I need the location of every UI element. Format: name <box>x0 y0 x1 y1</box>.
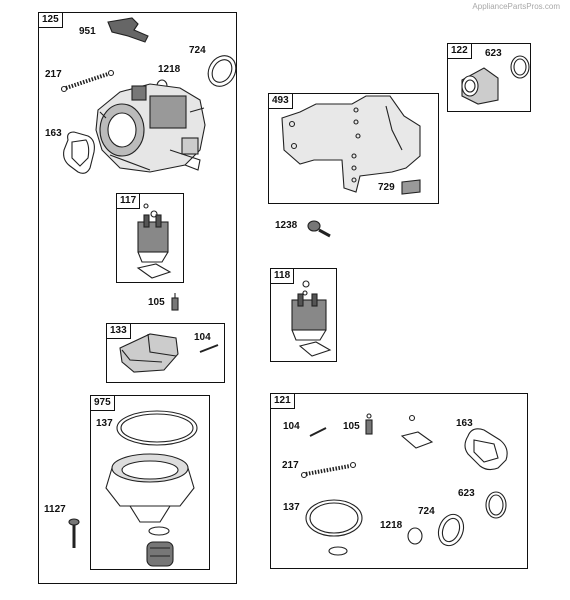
part-label-724: 724 <box>189 45 206 56</box>
group-975-label: 975 <box>91 396 115 411</box>
kit-small-oring-part <box>408 414 416 422</box>
group-118-box: 118 <box>270 268 337 362</box>
part-label-729: 729 <box>378 182 395 193</box>
part-label-1238: 1238 <box>275 220 298 231</box>
gasket-137-part <box>116 410 198 446</box>
inlet-valve-118-part <box>291 280 332 357</box>
ring-623-part <box>510 55 530 79</box>
inlet-valve-117-part <box>136 203 172 279</box>
clip-729-part <box>401 179 421 195</box>
ring-724-part <box>207 55 237 87</box>
kit-oring-1218-part <box>407 527 423 545</box>
kit-label-137: 137 <box>283 502 300 513</box>
bowl-nut-part <box>146 526 174 567</box>
kit-spring-217-part <box>300 461 357 479</box>
watermark: AppliancePartsPros.com <box>472 2 560 11</box>
group-133-label: 133 <box>107 324 131 339</box>
part-label-951: 951 <box>79 26 96 37</box>
kit-label-1218: 1218 <box>380 520 403 531</box>
group-125-label: 125 <box>39 13 63 28</box>
group-975-box: 975 <box>90 395 210 570</box>
kit-ring-137-part <box>305 499 363 537</box>
kit-label-163: 163 <box>456 418 473 429</box>
elbow-122-part <box>461 67 499 105</box>
group-117-box: 117 <box>116 193 184 283</box>
kit-pin-104-part <box>309 427 327 437</box>
part-label-1218: 1218 <box>158 64 181 75</box>
group-121-box: 121 <box>270 393 528 569</box>
group-493-label: 493 <box>269 94 293 109</box>
part-label-217: 217 <box>45 69 62 80</box>
group-133-box: 133 <box>106 323 225 383</box>
kit-needle-105-part <box>365 413 373 435</box>
part-label-163: 163 <box>45 128 62 139</box>
carburetor-body-part <box>95 83 206 173</box>
gasket-163-part <box>63 131 95 174</box>
kit-small-ring-part <box>328 546 348 556</box>
group-118-label: 118 <box>271 269 295 284</box>
kit-label-104: 104 <box>283 421 300 432</box>
group-122-box: 122 <box>447 43 531 112</box>
kit-label-105: 105 <box>343 421 360 432</box>
kit-ring-724-part <box>437 513 465 547</box>
spring-217-part <box>60 69 115 93</box>
screw-1238-part <box>307 220 331 238</box>
kit-ring-623-part <box>485 491 507 519</box>
screw-1127-part <box>68 518 80 548</box>
part-label-105: 105 <box>148 297 165 308</box>
group-493-box: 493 <box>268 93 439 204</box>
kit-label-724: 724 <box>418 506 435 517</box>
group-125-box: 125 <box>38 12 237 584</box>
needle-105-part <box>171 293 179 311</box>
choke-lever-part <box>107 17 149 43</box>
float-133-part <box>119 333 179 373</box>
part-label-137: 137 <box>96 418 113 429</box>
kit-label-623: 623 <box>458 488 475 499</box>
part-label-104: 104 <box>194 332 211 343</box>
part-label-1127: 1127 <box>44 504 66 515</box>
part-label-623: 623 <box>485 48 502 59</box>
pin-104-part <box>199 344 219 353</box>
group-122-label: 122 <box>448 44 472 59</box>
group-117-label: 117 <box>117 194 141 209</box>
kit-gasket-small-part <box>400 431 434 449</box>
group-121-label: 121 <box>271 394 295 409</box>
bracket-493-part <box>281 95 421 193</box>
kit-label-217: 217 <box>282 460 299 471</box>
kit-gasket-163-part <box>464 428 508 471</box>
bowl-975-part <box>105 453 195 523</box>
